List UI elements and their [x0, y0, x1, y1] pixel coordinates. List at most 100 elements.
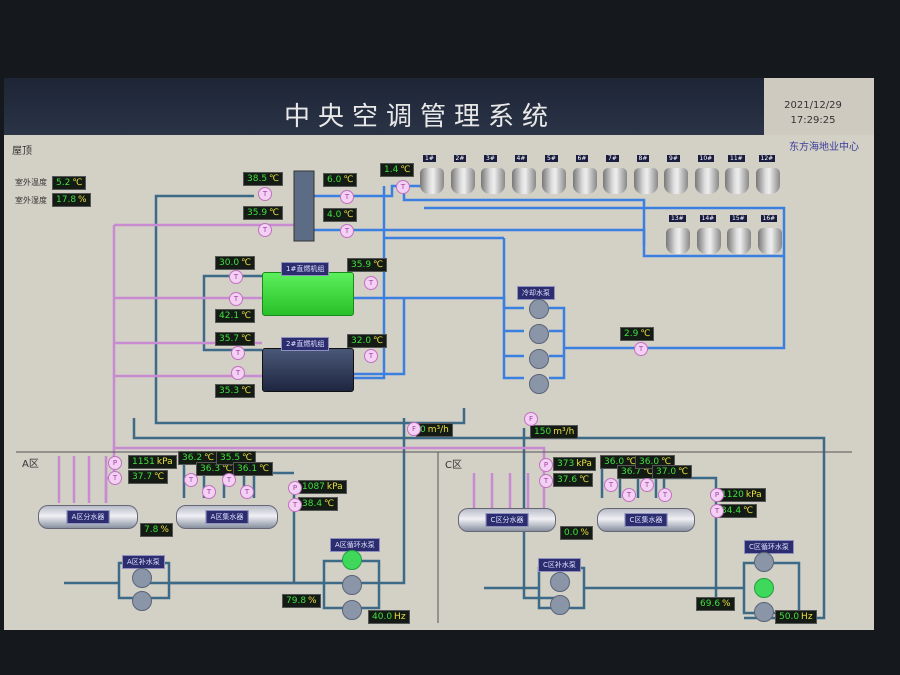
sensor-marker[interactable]: F: [407, 422, 421, 436]
pump[interactable]: [550, 572, 570, 592]
chiller-1[interactable]: [262, 272, 354, 316]
cooling-tower-11[interactable]: 11#: [723, 155, 751, 194]
pump[interactable]: [342, 600, 362, 620]
sensor-marker[interactable]: T: [340, 224, 354, 238]
sensor-marker[interactable]: T: [396, 180, 410, 194]
readout-k9: 0.0%: [560, 526, 593, 540]
cooling-tower-label: 12#: [758, 155, 776, 162]
readout-unit: ℃: [241, 258, 252, 268]
readout-a4: 36.3℃: [196, 462, 237, 476]
pump[interactable]: [529, 299, 549, 319]
readout-r4: 4.0℃: [323, 208, 358, 222]
sensor-marker[interactable]: T: [658, 488, 672, 502]
cooling-tower-body: [420, 168, 444, 194]
sensor-marker[interactable]: T: [288, 498, 302, 512]
sensor-marker[interactable]: P: [108, 456, 122, 470]
readout-value: 34.4: [721, 506, 742, 516]
cooling-tower-7[interactable]: 7#: [601, 155, 629, 194]
readout-value: 2.9: [624, 329, 639, 339]
sensor-marker[interactable]: T: [222, 473, 236, 487]
cooling-tower-body: [694, 168, 719, 194]
cooling-tower-body: [511, 168, 536, 194]
cooling-tower-5[interactable]: 5#: [540, 155, 568, 194]
sensor-marker[interactable]: T: [258, 187, 272, 201]
readout-value: 35.3: [219, 386, 240, 396]
sensor-marker[interactable]: P: [288, 481, 302, 495]
pump[interactable]: [132, 591, 152, 611]
sensor-marker[interactable]: T: [202, 485, 216, 499]
zone-c-collector[interactable]: C区集水器: [597, 508, 695, 532]
zone-a-collector[interactable]: A区集水器: [176, 505, 278, 529]
pump[interactable]: [529, 349, 549, 369]
cooling-tower-body: [633, 168, 658, 194]
pump-running[interactable]: [342, 550, 362, 570]
header-manifold: [293, 170, 315, 242]
readout-unit: ℃: [241, 311, 252, 321]
datetime-panel: 2021/12/29 17:29:25: [764, 78, 874, 135]
cooling-tower-13[interactable]: 13#: [664, 215, 692, 254]
page-title: 中央空调管理系统: [284, 102, 557, 132]
pump[interactable]: [550, 595, 570, 615]
cooling-tower-14[interactable]: 14#: [695, 215, 723, 254]
chiller-2[interactable]: [262, 348, 354, 392]
cooling-tower-body: [666, 228, 690, 254]
sensor-marker[interactable]: T: [364, 276, 378, 290]
sensor-marker[interactable]: T: [640, 478, 654, 492]
roof-section-label: 屋顶: [12, 146, 32, 157]
sensor-marker[interactable]: P: [710, 488, 724, 502]
sensor-marker[interactable]: T: [634, 342, 648, 356]
pump[interactable]: [754, 552, 774, 572]
readout-unit: kPa: [326, 482, 343, 492]
sensor-marker[interactable]: T: [340, 190, 354, 204]
cooling-tower-4[interactable]: 4#: [510, 155, 538, 194]
cooling-tower-label: 9#: [667, 155, 680, 162]
chiller-2-label: 2#直燃机组: [281, 337, 330, 351]
sensor-marker[interactable]: T: [710, 504, 724, 518]
cooling-tower-body: [757, 228, 782, 254]
cooling-tower-9[interactable]: 9#: [662, 155, 690, 194]
readout-c4: 35.7℃: [215, 332, 256, 346]
cooling-tower-1[interactable]: 1#: [418, 155, 446, 194]
cooling-tower-2[interactable]: 2#: [449, 155, 477, 194]
cooling-tower-3[interactable]: 3#: [479, 155, 507, 194]
pump[interactable]: [529, 374, 549, 394]
pump[interactable]: [529, 324, 549, 344]
sensor-marker[interactable]: T: [231, 346, 245, 360]
cooling-tower-15[interactable]: 15#: [725, 215, 753, 254]
cooling-tower-body: [481, 168, 505, 194]
cooling-tower-6[interactable]: 6#: [571, 155, 599, 194]
cooling-tower-body: [727, 228, 751, 254]
readout-p1: 2.9℃: [620, 327, 655, 341]
sensor-marker[interactable]: T: [240, 485, 254, 499]
cooling-tower-8[interactable]: 8#: [632, 155, 660, 194]
sensor-marker[interactable]: T: [229, 270, 243, 284]
sensor-marker[interactable]: F: [524, 412, 538, 426]
time: 17:29:25: [790, 115, 836, 126]
sensor-marker[interactable]: T: [229, 292, 243, 306]
pump[interactable]: [754, 602, 774, 622]
sensor-marker[interactable]: T: [231, 366, 245, 380]
pump[interactable]: [342, 575, 362, 595]
readout-unit: ℃: [643, 467, 654, 477]
readout-value: 6.0: [327, 175, 342, 185]
sensor-marker[interactable]: T: [622, 488, 636, 502]
sensor-marker[interactable]: T: [604, 478, 618, 492]
readout-value: 0: [420, 425, 426, 435]
sensor-marker[interactable]: T: [108, 471, 122, 485]
company-name: 东方海地业中心: [789, 142, 859, 153]
sensor-marker[interactable]: T: [364, 349, 378, 363]
readout-unit: kPa: [745, 490, 762, 500]
sensor-marker[interactable]: P: [539, 458, 553, 472]
readout-a2: 37.7℃: [128, 470, 169, 484]
zone-a-distributor[interactable]: A区分水器: [38, 505, 138, 529]
pump-running[interactable]: [754, 578, 774, 598]
cooling-tower-12[interactable]: 12#: [754, 155, 782, 194]
sensor-marker[interactable]: T: [184, 473, 198, 487]
cooling-tower-10[interactable]: 10#: [693, 155, 721, 194]
zone-c-distributor[interactable]: C区分水器: [458, 508, 556, 532]
sensor-marker[interactable]: T: [258, 223, 272, 237]
pump[interactable]: [132, 568, 152, 588]
cooling-tower-16[interactable]: 16#: [756, 215, 784, 254]
sensor-marker[interactable]: T: [539, 474, 553, 488]
